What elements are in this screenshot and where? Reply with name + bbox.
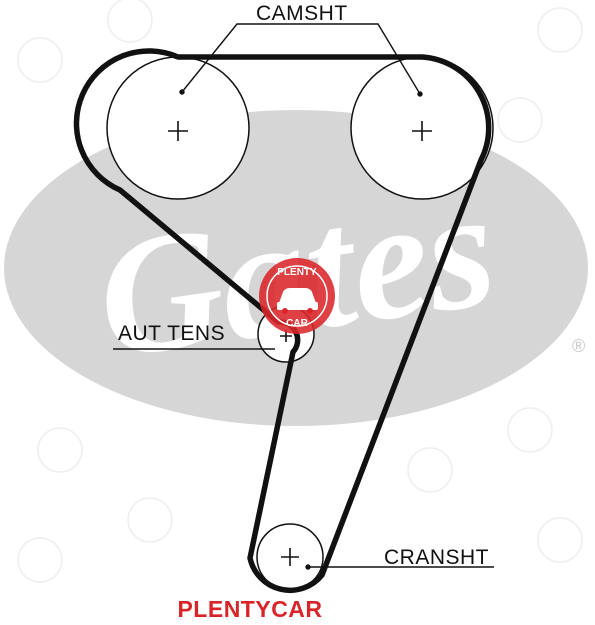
car-icon [279,288,316,303]
stamp-top-text: PLENTY [277,267,317,278]
timing-belt [73,48,492,594]
crankshaft-label: CRANSHT [384,546,490,569]
camshaft-left-center-icon [168,121,188,141]
registered-mark: ® [572,336,585,356]
plentycar-footer: PLENTYCAR [177,596,323,622]
tensioner-label: AUT TENS [118,322,226,345]
leader-lines [113,23,494,570]
camshaft-right-center-icon [412,121,432,141]
pulley-centers [168,121,432,566]
plentycar-stamp-logo: PLENTY CAR [259,258,335,334]
stamp-bottom-text: CAR [286,318,308,329]
crankshaft-center-icon [281,548,299,566]
faint-watermark-pattern [17,0,583,583]
camshaft-label: CAMSHT [256,2,348,25]
